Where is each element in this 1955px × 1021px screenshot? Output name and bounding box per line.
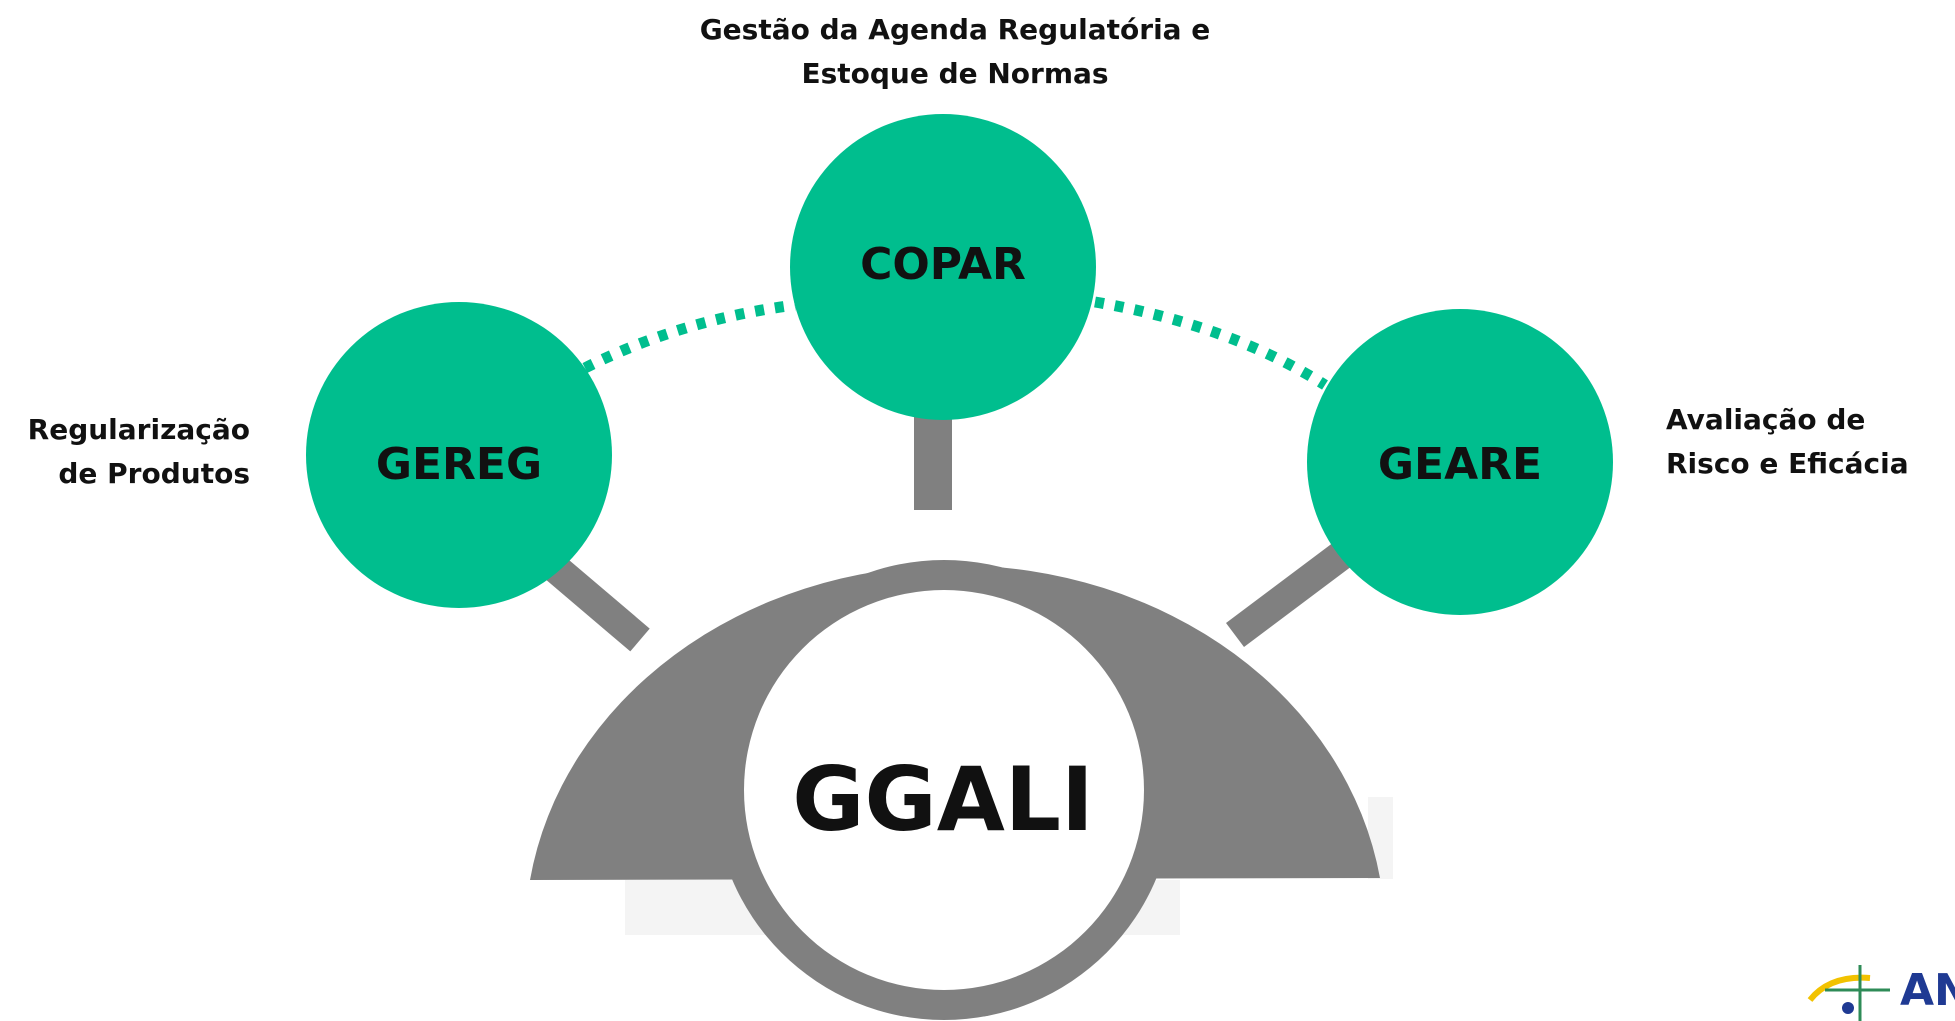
geare-description-line-1: Avaliação de [1666,403,1866,436]
node-geare-label: GEARE [1378,439,1542,490]
node-copar-label: COPAR [860,239,1026,290]
geare-description: Avaliação de Risco e Eficácia [1666,398,1909,486]
logo-swoosh-icon [1807,974,1871,1002]
gereg-description-line-1: Regularização [27,413,250,446]
hub-center [744,590,1144,990]
node-copar-circle [790,114,1096,420]
node-gereg-circle [306,302,612,608]
node-geare-circle [1307,309,1613,615]
dotted-link-gereg-copar [582,299,796,373]
copar-description-line-2: Estoque de Normas [801,57,1109,90]
geare-description-line-2: Risco e Eficácia [1666,447,1909,480]
gereg-description: Regularização de Produtos [28,408,250,496]
connector-geare [1226,533,1364,647]
hub-label: GGALI [792,748,1093,851]
logo-text: AN [1900,965,1955,1016]
logo-dot-icon [1842,1002,1854,1014]
copar-description: Gestão da Agenda Regulatória e Estoque d… [0,8,1910,96]
gereg-description-line-2: de Produtos [58,457,250,490]
agency-logo: AN [1807,965,1955,1021]
dotted-link-copar-geare [1094,296,1328,390]
copar-description-line-1: Gestão da Agenda Regulatória e [699,13,1211,46]
node-gereg-label: GEREG [376,439,542,490]
